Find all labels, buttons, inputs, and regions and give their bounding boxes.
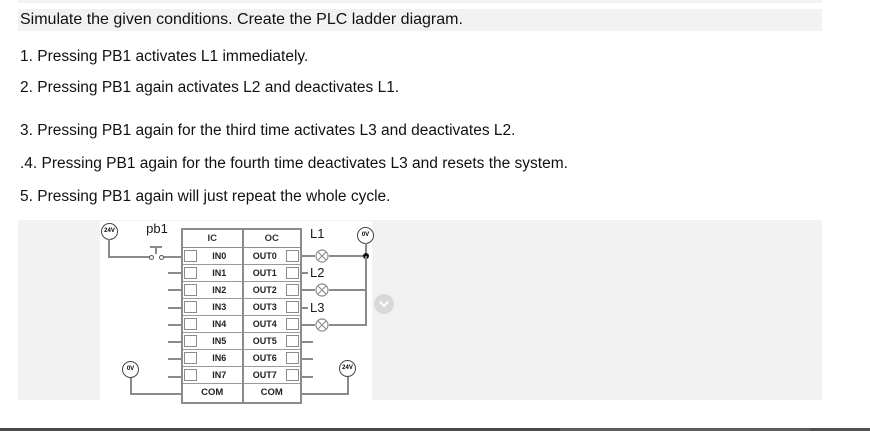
lamp-label-l2: L2: [310, 265, 325, 280]
output-terminal-box: [286, 250, 299, 262]
output-terminal-box: [286, 335, 299, 347]
plc-input-row: IN0: [183, 248, 242, 265]
output-terminal-box: [286, 301, 299, 313]
plc-output-row: OUT5: [243, 333, 300, 350]
input-stub: [168, 324, 181, 326]
push-button-contact-icon: [149, 255, 154, 260]
lamp-label-l3: L3: [310, 300, 325, 315]
plc-wiring-diagram: 24V pb1 IC IN0 IN1 IN2 IN3 IN4 IN5 IN: [100, 221, 374, 408]
output-terminal-box: [286, 352, 299, 364]
plc-output-row: OUT3: [243, 299, 300, 316]
plc-output-column: OC OUT0 OUT1 OUT2 OUT3 OUT4 OUT5 OUT6 OU…: [241, 230, 300, 402]
chevron-down-icon[interactable]: [374, 294, 394, 314]
push-button-stem: [155, 247, 157, 254]
plc-output-row: OUT4: [243, 316, 300, 333]
wire: [130, 393, 181, 395]
lamp-label-l1: L1: [310, 226, 325, 241]
terminal-0v-top-right: 0V: [357, 227, 374, 244]
output-com-cell: COM: [260, 387, 283, 398]
input-terminal-box: [184, 301, 197, 313]
plc-output-row: OUT7: [243, 367, 300, 384]
wire: [130, 378, 132, 394]
plc-input-row: IN7: [183, 367, 242, 384]
page-title: Simulate the given conditions. Create th…: [20, 11, 463, 28]
terminal-0v-bottom-left: 0V: [122, 361, 139, 378]
input-terminal-box: [184, 250, 197, 262]
input-com-cell: COM: [201, 387, 224, 398]
plc-input-row: IN3: [183, 299, 242, 316]
input-column-header: IC: [183, 230, 242, 248]
instruction-line-3: 3. Pressing PB1 again for the third time…: [20, 122, 516, 139]
instruction-line-4: .4. Pressing PB1 again for the fourth ti…: [20, 155, 568, 172]
plc-output-row: OUT6: [243, 350, 300, 367]
instruction-line-1: 1. Pressing PB1 activates L1 immediately…: [20, 48, 309, 65]
plc-output-row: OUT0: [243, 248, 300, 265]
output-stub: [302, 376, 313, 378]
input-terminal-box: [184, 284, 197, 296]
plc-block: IC IN0 IN1 IN2 IN3 IN4 IN5 IN6 IN7 COM O…: [181, 228, 302, 404]
output-stub: [302, 307, 308, 309]
output-terminal-box: [286, 369, 299, 381]
lamp-icon: [315, 318, 329, 332]
output-terminal-box: [286, 267, 299, 279]
output-stub: [302, 272, 308, 274]
wire: [329, 324, 366, 326]
input-terminal-box: [184, 318, 197, 330]
terminal-24v-top-left: 24V: [101, 223, 118, 240]
instruction-line-5: 5. Pressing PB1 again will just repeat t…: [20, 188, 391, 205]
wire: [347, 377, 349, 394]
wire: [108, 256, 150, 258]
plc-input-column: IC IN0 IN1 IN2 IN3 IN4 IN5 IN6 IN7 COM: [183, 230, 242, 402]
input-terminal-box: [184, 335, 197, 347]
window-bottom-edge: [0, 428, 870, 431]
wire: [365, 243, 367, 254]
wire: [108, 239, 110, 258]
wire: [164, 256, 181, 258]
plc-input-row: IN6: [183, 350, 242, 367]
title-highlight-bar: Simulate the given conditions. Create th…: [18, 9, 822, 31]
input-terminal-box: [184, 369, 197, 381]
output-stub: [302, 358, 313, 360]
plc-output-row: OUT2: [243, 282, 300, 299]
wire: [329, 255, 366, 257]
output-column-header: OC: [243, 230, 300, 248]
wire: [302, 393, 349, 395]
plc-output-row: OUT1: [243, 265, 300, 282]
plc-input-row: IN1: [183, 265, 242, 282]
input-stub: [168, 358, 181, 360]
input-stub: [168, 376, 181, 378]
input-terminal-box: [184, 352, 197, 364]
plc-input-row: IN2: [183, 282, 242, 299]
input-stub: [168, 289, 181, 291]
wire: [329, 289, 366, 291]
instruction-line-2: 2. Pressing PB1 again activates L2 and d…: [20, 79, 400, 96]
plc-input-row: IN4: [183, 316, 242, 333]
output-terminal-box: [286, 318, 299, 330]
lamp-icon: [315, 249, 329, 263]
wire: [302, 255, 315, 257]
bottom-edge-segment: [810, 428, 870, 431]
highlight-strip-top: [18, 0, 822, 3]
plc-input-row: IN5: [183, 333, 242, 350]
push-button-contact-icon: [159, 255, 164, 260]
push-button-label: pb1: [146, 221, 168, 236]
output-terminal-box: [286, 284, 299, 296]
bottom-edge-segment: [560, 428, 810, 431]
input-terminal-box: [184, 267, 197, 279]
input-stub: [168, 341, 181, 343]
zero-volt-rail: [365, 256, 367, 326]
input-stub: [168, 272, 181, 274]
terminal-24v-bottom-right: 24V: [339, 360, 356, 377]
input-stub: [168, 307, 181, 309]
lamp-icon: [315, 283, 329, 297]
wire: [302, 324, 315, 326]
wire: [302, 289, 315, 291]
output-stub: [302, 341, 313, 343]
